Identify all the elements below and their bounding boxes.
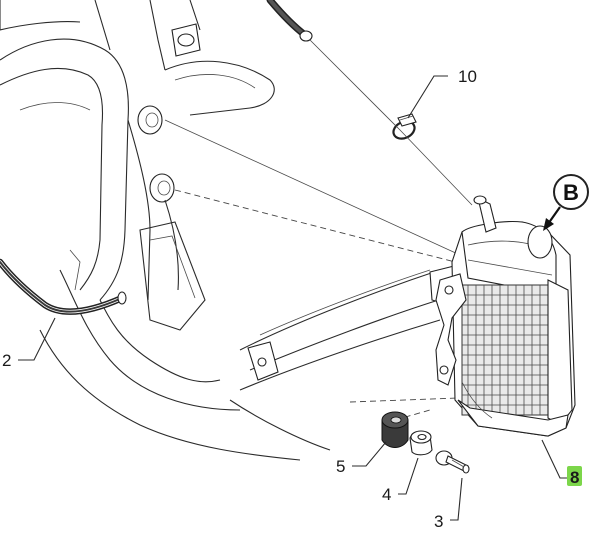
hose-2 [0, 258, 127, 315]
radiator-8 [435, 195, 576, 437]
callout-leaders [18, 75, 568, 521]
callout-8: 8 [570, 468, 579, 487]
mount-alignment-dash-1 [174, 189, 456, 263]
radiator-core [461, 284, 549, 416]
callout-4: 4 [382, 485, 391, 504]
spacer-4 [409, 430, 433, 456]
hose-routing-line [309, 39, 473, 206]
callout-10: 10 [458, 67, 477, 86]
callout-8-highlight [567, 466, 582, 486]
grommet-5 [381, 411, 409, 448]
upper-hose [266, 0, 313, 42]
callout-2: 2 [2, 351, 11, 370]
hose-clamp-10 [392, 113, 417, 140]
grommet-alignment-line [164, 119, 461, 256]
mount-alignment-dash-2 [349, 397, 459, 403]
bolt-3 [435, 450, 470, 474]
view-b-label: B [563, 180, 579, 205]
callout-5: 5 [336, 457, 345, 476]
callout-3: 3 [434, 512, 443, 531]
mount-alignment-dash-3 [394, 409, 431, 421]
view-b-marker: B [543, 174, 589, 231]
